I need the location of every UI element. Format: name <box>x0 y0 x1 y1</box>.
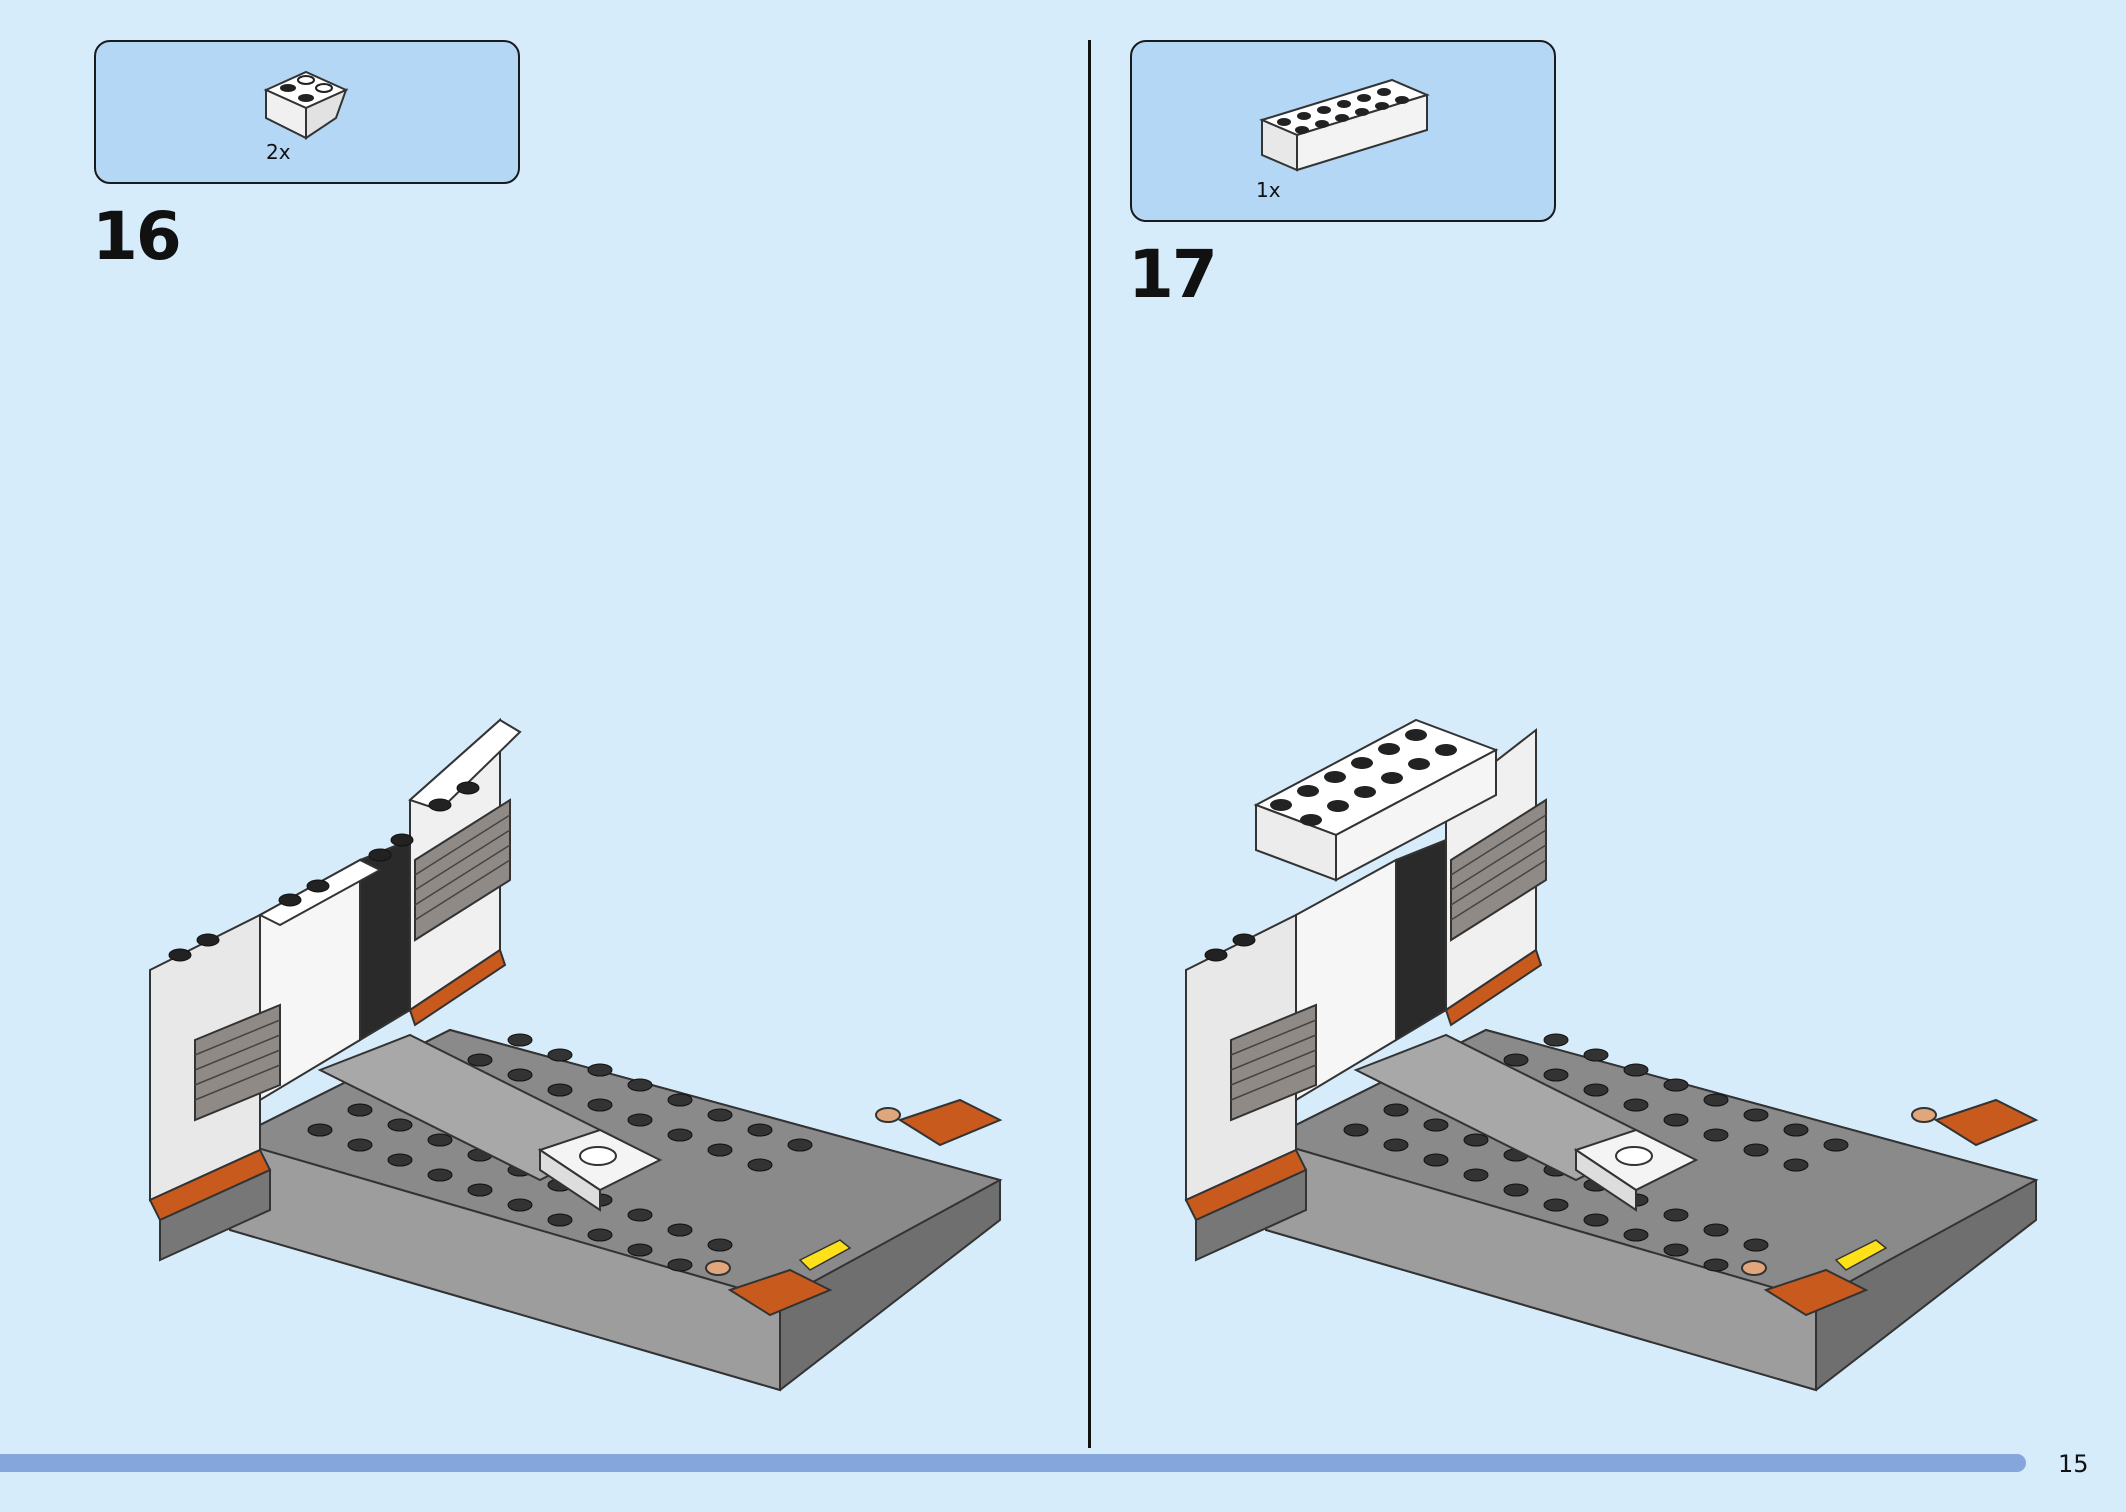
step-number: 17 <box>1128 236 1218 313</box>
white-inverted-slope-brick-icon <box>263 70 349 140</box>
parts-callout-step-16: 2x <box>94 40 520 184</box>
page-number: 15 <box>2058 1450 2089 1478</box>
build-step-17-illustration <box>1184 718 2039 1392</box>
white-2x6-brick-icon <box>1259 78 1430 172</box>
part-quantity: 2x <box>266 140 291 164</box>
progress-bar <box>0 1454 2026 1472</box>
parts-callout-step-17: 1x <box>1130 40 1556 222</box>
page-divider <box>1088 40 1091 1448</box>
step-number: 16 <box>92 198 182 275</box>
build-step-16-illustration <box>148 717 1003 1392</box>
part-quantity: 1x <box>1256 178 1281 202</box>
